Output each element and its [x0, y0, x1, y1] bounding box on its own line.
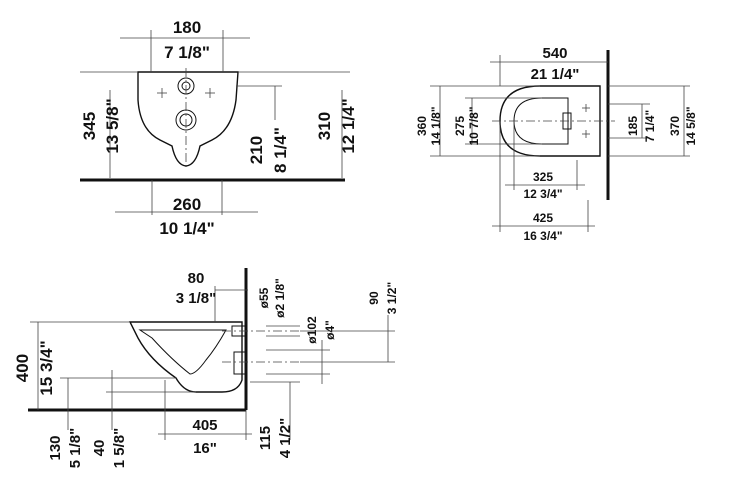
front-width-mm: 180 [173, 18, 201, 37]
side-bowl-inner [138, 329, 227, 375]
side-inlet-mm: 80 [188, 270, 205, 287]
top-inner-mm: 275 [453, 116, 467, 136]
front-bowl-outline [137, 71, 239, 167]
outlet-pipe [233, 351, 247, 375]
top-overall-in: 16 3/4" [523, 229, 562, 243]
side-floor-mm: 130 [47, 435, 64, 460]
top-length-mm: 540 [542, 45, 567, 62]
front-height-mm: 345 [80, 112, 99, 140]
front-view: 180 7 1/8" 345 13 5/8" 210 8 1/4" 310 12… [80, 18, 358, 238]
top-bowl-mm: 325 [533, 170, 553, 184]
side-depth-in: 16" [193, 440, 217, 457]
top-length-in: 21 1/4" [531, 66, 580, 83]
side-view: 80 3 1/8" ø55 ø2 1/8" ø102 ø4" 90 3 1/2"… [13, 268, 399, 468]
side-drain-in: 4 1/2" [277, 418, 294, 458]
side-floor-in: 5 1/8" [67, 428, 84, 468]
side-height-mm: 400 [13, 354, 32, 382]
side-bowl-outline [128, 321, 243, 393]
top-overall-mm: 425 [533, 211, 553, 225]
top-seat-mm: 185 [626, 116, 640, 136]
front-height-in: 13 5/8" [103, 98, 122, 153]
top-seat-in: 7 1/4" [643, 110, 657, 142]
top-inner-in: 10 7/8" [467, 106, 481, 145]
side-depth-mm: 405 [192, 417, 217, 434]
side-offset-mm: 90 [367, 291, 381, 305]
side-outlet-dia-in: ø4" [323, 320, 337, 340]
top-view: 540 21 1/4" 360 14 1/8" 275 10 7/8" 185 … [415, 45, 698, 243]
top-outer-mm: 370 [668, 116, 682, 136]
side-inlet-dia-mm: ø55 [257, 287, 271, 308]
side-offset-in: 3 1/2" [385, 282, 399, 314]
top-width-in: 14 1/8" [429, 106, 443, 145]
front-fix-in: 8 1/4" [271, 127, 290, 173]
side-inlet-in: 3 1/8" [176, 290, 216, 307]
side-inlet-dia-in: ø2 1/8" [273, 278, 287, 318]
front-base-mm: 260 [173, 195, 201, 214]
front-top-in: 12 1/4" [339, 98, 358, 153]
front-base-in: 10 1/4" [159, 219, 214, 238]
side-drain-mm: 115 [257, 426, 274, 450]
side-height-in: 15 3/4" [37, 340, 56, 395]
side-bottom-in: 1 5/8" [111, 428, 128, 468]
top-bowl-in: 12 3/4" [523, 187, 562, 201]
side-outlet-dia-mm: ø102 [305, 316, 319, 344]
front-fix-mm: 210 [247, 136, 266, 164]
side-bottom-mm: 40 [91, 440, 108, 457]
top-width-mm: 360 [415, 116, 429, 136]
top-outer-in: 14 5/8" [684, 106, 698, 145]
front-top-mm: 310 [315, 112, 334, 140]
front-width-in: 7 1/8" [164, 43, 210, 62]
